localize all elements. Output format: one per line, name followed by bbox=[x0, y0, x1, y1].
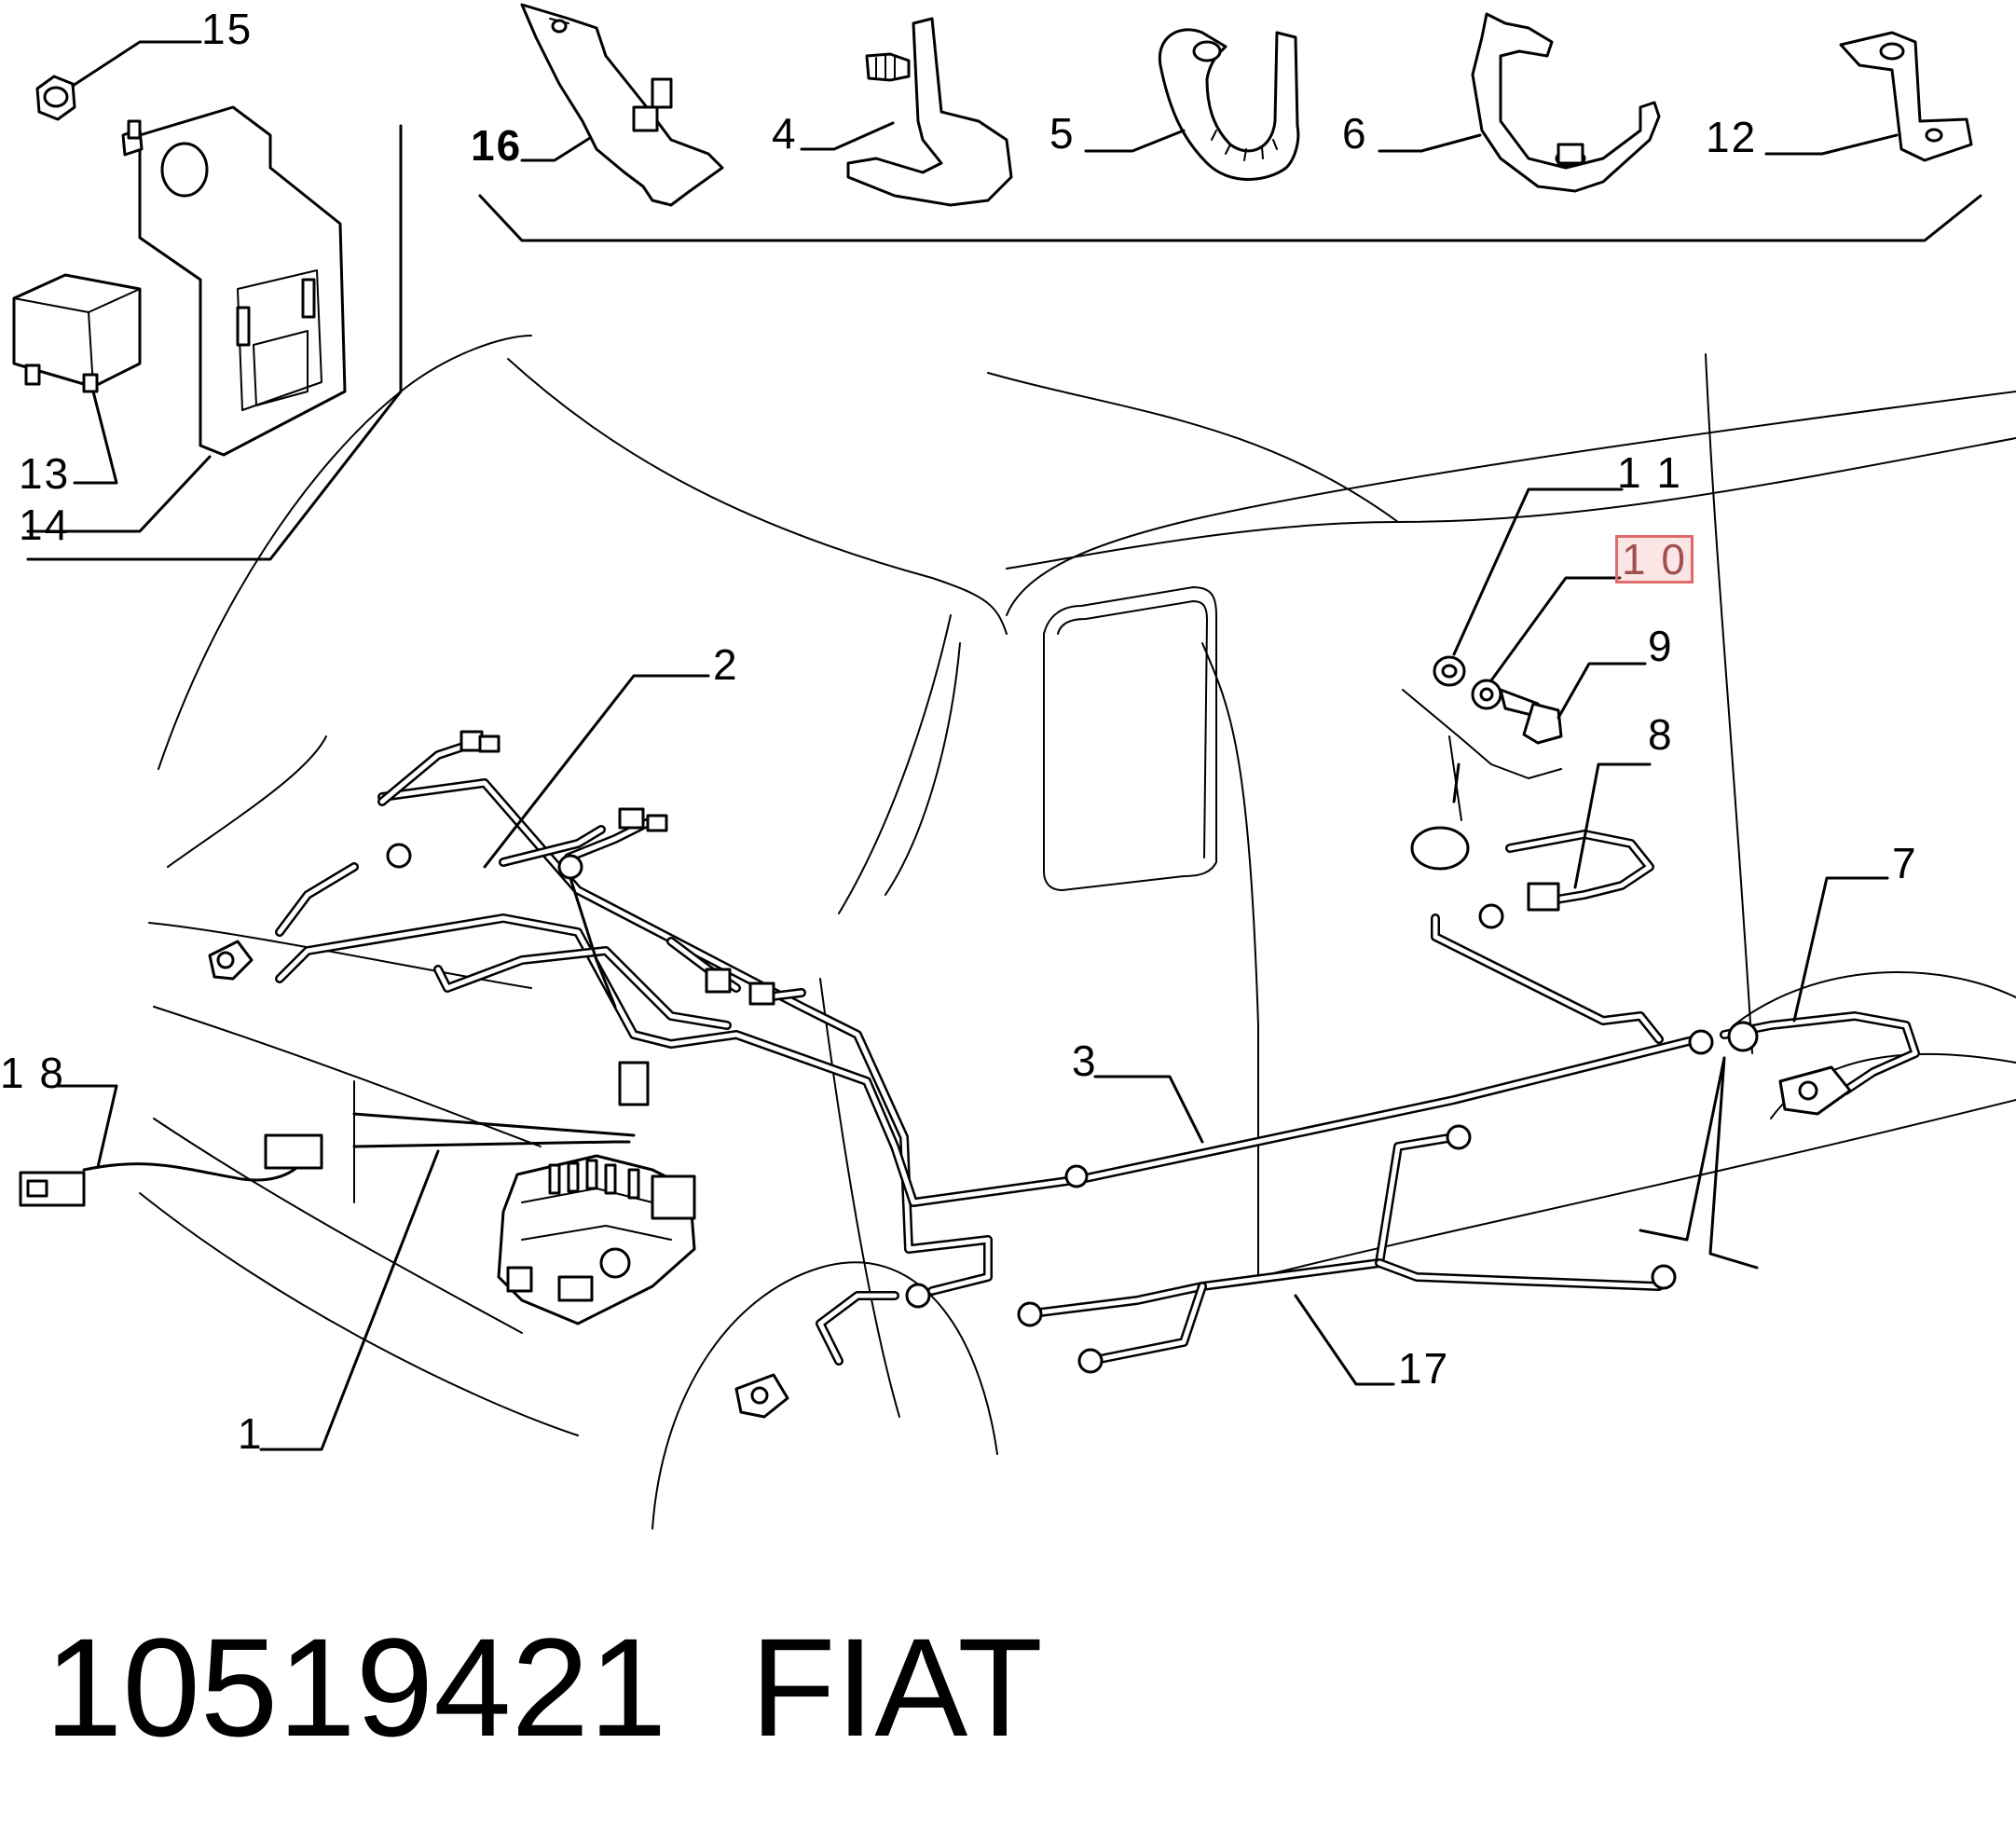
callout-8: 8 bbox=[1648, 710, 1674, 759]
callout-5: 5 bbox=[1049, 109, 1076, 158]
inset-clips-group bbox=[478, 3, 1982, 242]
abs-modulator-icon bbox=[497, 1154, 696, 1325]
callout-14: 14 bbox=[19, 501, 71, 549]
callout-7: 7 bbox=[1892, 839, 1918, 887]
callout-1: 1 bbox=[238, 1409, 264, 1458]
fittings bbox=[208, 730, 1852, 1419]
callout-3: 3 bbox=[1072, 1037, 1098, 1085]
brand-name: FIAT bbox=[750, 1609, 1043, 1765]
screw-washer-group bbox=[1402, 655, 1563, 821]
inset-relay-group bbox=[12, 40, 403, 561]
callout-2: 2 bbox=[713, 640, 739, 689]
relay-icon bbox=[12, 273, 142, 485]
sensor-connector-icon bbox=[19, 1084, 323, 1207]
nut-icon bbox=[35, 40, 202, 121]
callout-4: 4 bbox=[772, 109, 798, 158]
callout-11: 1 1 bbox=[1617, 448, 1682, 497]
callout-6: 6 bbox=[1342, 109, 1368, 158]
part-number: 10519421 bbox=[45, 1609, 667, 1765]
callout-15: 15 bbox=[201, 5, 254, 53]
holder-bracket-icon bbox=[520, 3, 724, 207]
callout-16: 16 bbox=[471, 121, 523, 170]
clamp-icon bbox=[1378, 12, 1661, 193]
callout-12: 12 bbox=[1706, 113, 1758, 161]
callout-9: 9 bbox=[1648, 622, 1674, 670]
stud-clip-icon bbox=[800, 17, 1013, 207]
strap-clip-icon bbox=[1084, 28, 1300, 181]
callout-18: 1 8 bbox=[0, 1049, 65, 1097]
callout-10-highlighted: 1 0 bbox=[1615, 535, 1694, 584]
angle-bracket-icon bbox=[1764, 31, 1973, 162]
callout-13: 13 bbox=[19, 449, 71, 498]
relay-bracket-icon bbox=[26, 105, 347, 533]
leader-lines bbox=[259, 487, 1889, 1451]
vehicle-outline bbox=[139, 335, 2016, 1530]
callout-17: 17 bbox=[1398, 1344, 1450, 1393]
